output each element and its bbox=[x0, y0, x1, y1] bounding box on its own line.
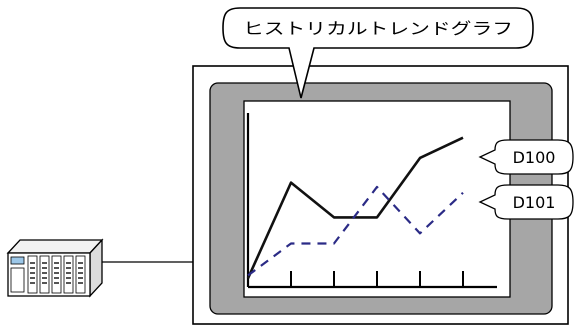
title-callout-bubble bbox=[222, 7, 534, 99]
series-line-d100 bbox=[246, 136, 464, 279]
plc-rack-icon bbox=[6, 238, 104, 298]
d101-label-bubble bbox=[478, 184, 574, 220]
x-axis-ticks bbox=[290, 271, 464, 287]
display-screen bbox=[243, 100, 511, 298]
series-line-d101 bbox=[247, 185, 464, 277]
d100-label-bubble bbox=[478, 139, 574, 175]
chart-axes bbox=[246, 113, 497, 289]
callout-title: ヒストリカルトレンドグラフ bbox=[243, 19, 513, 38]
d101-label: D101 bbox=[513, 193, 556, 212]
d100-label: D100 bbox=[513, 148, 556, 167]
series-lines bbox=[246, 136, 464, 279]
